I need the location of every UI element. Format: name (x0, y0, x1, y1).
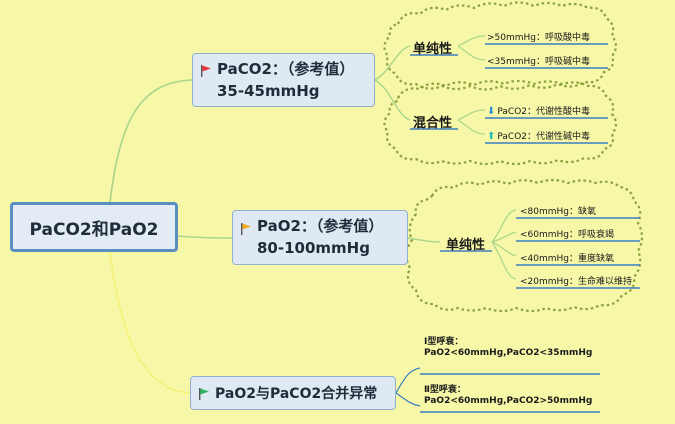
pao2-item-2: <60mmHg：呼吸衰竭 (520, 230, 615, 240)
type2-title: Ⅱ型呼衰： (424, 385, 466, 395)
paco2-simple-item-2: <35mmHg：呼吸碱中毒 (487, 57, 591, 67)
orange-flag-icon (241, 223, 251, 235)
paco2-mixed-label[interactable]: 混合性 (413, 116, 453, 131)
type2-detail: PaO2<60mmHg,PaCO2>50mmHg (424, 396, 593, 406)
pao2-title: PaO2：（参考值） (257, 217, 384, 235)
root-label: PaCO2和PaO2 (29, 219, 159, 240)
type1-title: Ⅰ型呼衰： (424, 337, 464, 347)
cloud-paco2-mixed (383, 79, 618, 166)
red-flag-icon (201, 65, 211, 77)
paco2-range: 35-45mmHg (217, 82, 320, 100)
pao2-node[interactable]: PaO2：（参考值） 80-100mmHg (232, 210, 408, 265)
cloud-paco2-simple (383, 1, 618, 91)
root-node[interactable]: PaCO2和PaO2 (10, 202, 178, 252)
arrow-up-icon: ⬆ (487, 131, 496, 142)
pao2-item-4: <20mmHg：生命难以维持 (520, 277, 633, 287)
paco2-node[interactable]: PaCO2：（参考值） 35-45mmHg (192, 53, 375, 107)
branch-root-pao2 (177, 235, 233, 239)
pao2-item-1: <80mmHg：缺氧 (520, 207, 597, 217)
combined-node[interactable]: PaO2与PaCO2合并异常 (190, 376, 396, 410)
green-flag-icon (199, 388, 209, 400)
pao2-range: 80-100mmHg (257, 239, 370, 257)
paco2-title: PaCO2：（参考值） (217, 60, 355, 78)
pao2-item-3: <40mmHg：重度缺氧 (520, 254, 615, 264)
branch-root-paco2 (109, 79, 193, 203)
branch-root-combined (109, 251, 191, 394)
pao2-simple-label[interactable]: 单纯性 (446, 238, 486, 253)
paco2-mixed-item-1: ⬇PaCO2：代谢性酸中毒 (487, 106, 591, 117)
type1-detail: PaO2<60mmHg,PaCO2<35mmHg (424, 348, 593, 358)
paco2-simple-item-1: >50mmHg：呼吸酸中毒 (487, 33, 591, 43)
combined-label: PaO2与PaCO2合并异常 (215, 386, 378, 402)
arrow-down-icon: ⬇ (487, 106, 496, 117)
paco2-simple-label[interactable]: 单纯性 (413, 42, 453, 57)
cloud-pao2 (405, 178, 644, 313)
paco2-mixed-item-2: ⬆PaCO2：代谢性碱中毒 (487, 131, 591, 142)
